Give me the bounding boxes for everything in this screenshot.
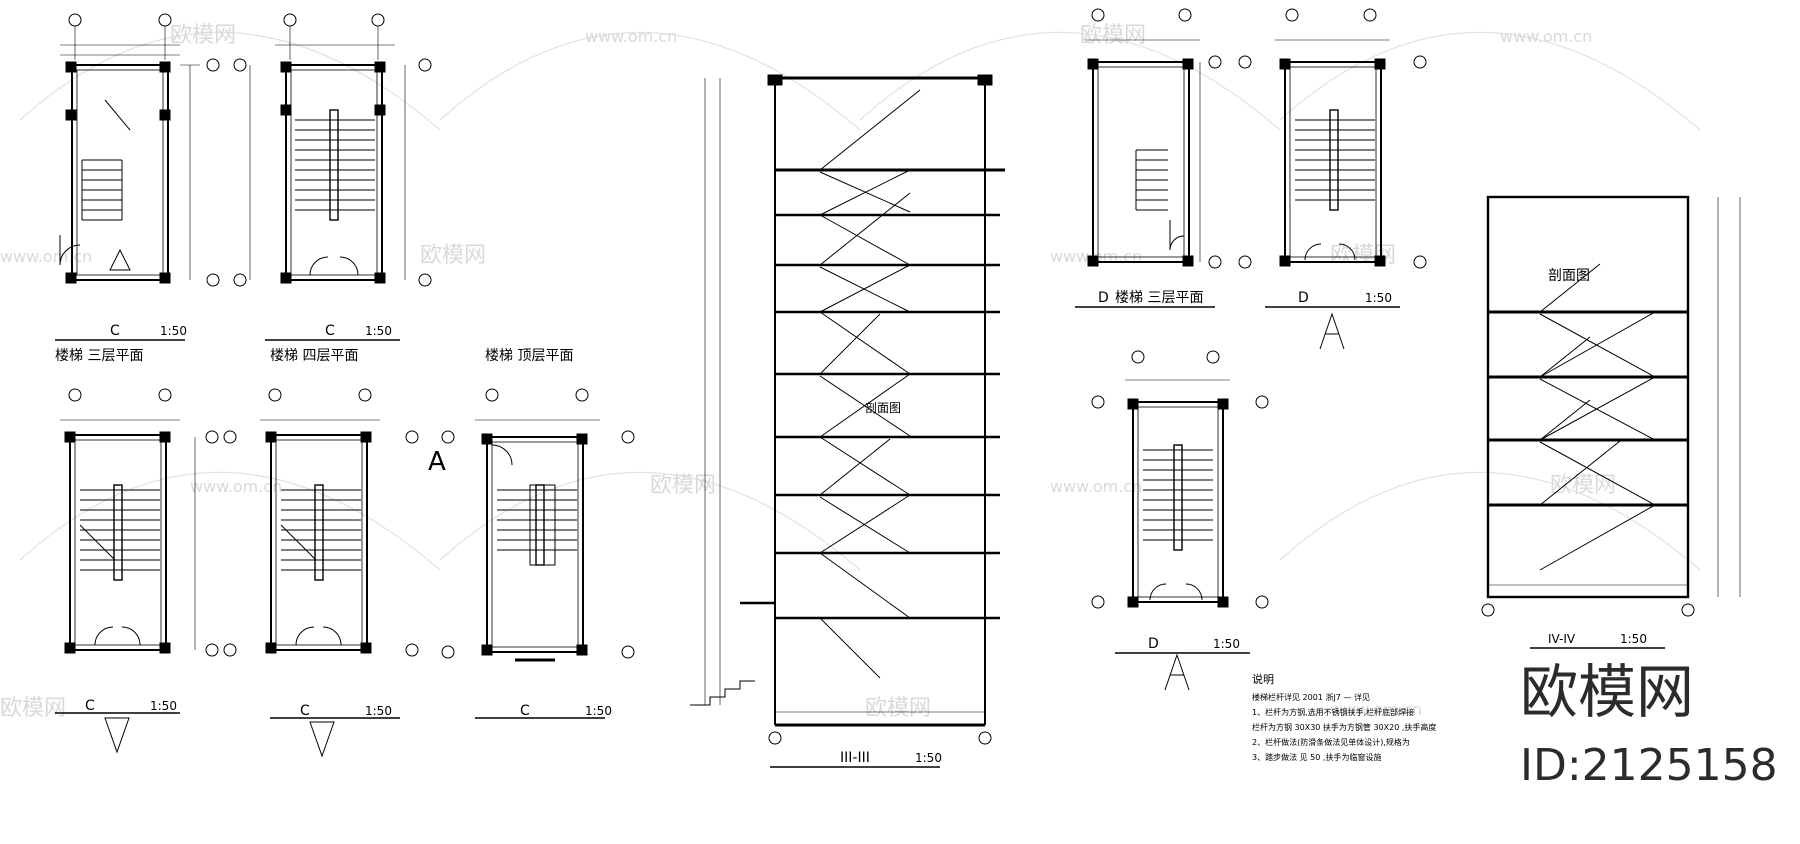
watermark-site: www.om.cn [190,477,282,496]
plan-label: D [1148,636,1159,652]
plan-c-fourth-floor [233,13,432,287]
plan-scale: 1:50 [585,704,612,718]
plan-scale: 1:50 [150,699,177,713]
plan-label: D [1098,290,1109,306]
plan-title: 楼梯 三层平面 [1115,290,1203,306]
plan-scale: 1:50 [1213,637,1240,651]
section-title: III-III [840,750,870,766]
plan-d-third-floor [1085,8,1222,269]
plan-title: 楼梯 三层平面 [55,348,143,364]
section-iii [690,74,1005,745]
plan-scale: 1:50 [365,324,392,338]
watermark-brand: 欧模网 [0,696,66,721]
watermark-brand: 欧模网 [650,473,716,498]
plan-label: C [85,698,95,714]
plan-scale: 1:50 [160,324,187,338]
section-iv [1481,195,1741,617]
watermark-brand: 欧模网 [865,696,931,721]
plan-label: C [110,323,120,339]
plan-d-ground [1091,350,1269,609]
plan-d-typical [1238,8,1427,269]
watermark-site: www.om.cn [1500,27,1592,46]
notes-line: 3、踏步做法 见 50 ,扶手为临窗设施 [1252,752,1381,762]
brand-logo-text: 欧模网 [1520,658,1694,726]
watermark-brand: 欧模网 [1550,473,1616,498]
plan-c-ground-b [223,388,419,657]
watermark-site: www.om.cn [585,27,677,46]
section-mark-letter [1319,312,1345,350]
plan-c-top-floor [441,388,635,662]
plan-c-third-floor [59,13,220,287]
brand-block: 欧模网 ID:2125158 [1520,658,1778,791]
plan-scale: 1:50 [1365,291,1392,305]
section-arrow [104,717,130,754]
brand-id-label: ID:2125158 [1520,740,1778,791]
section-inner-label: 剖面图 [1548,268,1590,284]
section-scale: 1:50 [915,751,942,765]
notes-line: 1、栏杆为方钢,选用不锈钢扶手,栏杆底部焊接 [1252,707,1414,717]
watermark-site: www.om.cn [1330,700,1422,719]
plan-label: C [520,703,530,719]
plan-c-ground-a [60,388,219,657]
plan-title: 楼梯 顶层平面 [485,348,573,364]
watermark-site: www.om.cn [0,247,92,266]
section-inner-label: 剖面图 [865,401,901,415]
watermark-brand: 欧模网 [1080,23,1146,48]
watermark-brand: 欧模网 [1330,243,1396,268]
plan-label: C [325,323,335,339]
section-mark-letter [1164,653,1190,691]
watermark-brand: 欧模网 [420,243,486,268]
notes-line: 栏杆为方钢 30X30 扶手为方钢管 30X20 ,扶手高度 [1252,722,1436,732]
section-scale: 1:50 [1620,632,1647,646]
notes-heading: 说明 [1252,672,1274,686]
watermark-brand: 欧模网 [170,23,236,48]
section-mark-letter: A [428,447,446,477]
plan-title: 楼梯 四层平面 [270,348,358,364]
watermark-text-layer: 欧模网 www.om.cn 欧模网 www.om.cn 欧模网 www.om.c… [0,23,1616,721]
plan-label: D [1298,290,1309,306]
notes-line: 楼梯栏杆详见 2001 浙J7 — 详见 [1252,692,1370,702]
notes-line: 2、栏杆做法(防滑条做法见单体设计),规格为 [1252,737,1410,747]
section-title: IV-IV [1548,632,1576,646]
watermark-site: www.om.cn [1050,477,1142,496]
section-arrow [309,721,335,758]
plan-scale: 1:50 [365,704,392,718]
plan-label: C [300,703,310,719]
